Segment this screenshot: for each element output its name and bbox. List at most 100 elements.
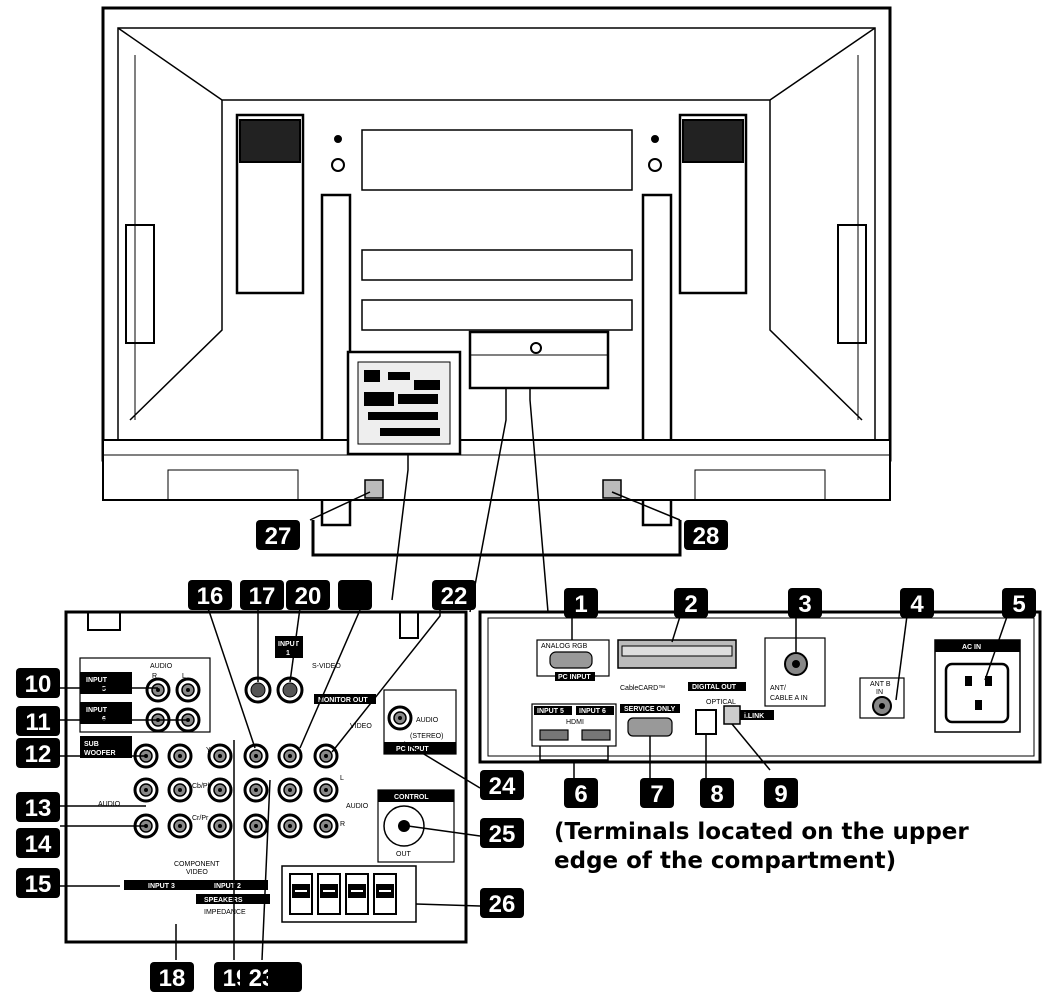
input1-audio-r-jack[interactable] — [277, 813, 303, 839]
pc-input-left-label: PC INPUT — [396, 746, 429, 753]
monitor-out-audio-r-jack[interactable] — [313, 813, 339, 839]
hdmi-input5-port[interactable] — [539, 729, 569, 741]
callout-11: 11 — [16, 706, 60, 736]
callout-18: 18 — [150, 962, 194, 992]
input2-label: INPUT 2 — [214, 883, 241, 890]
svg-text:12: 12 — [25, 741, 52, 768]
callout-8: 8 — [700, 778, 734, 808]
input5-audio-l-jack[interactable] — [175, 677, 201, 703]
svg-text:4: 4 — [910, 591, 924, 618]
ilink-label: i.LINK — [744, 713, 764, 720]
hdmi-input6-port[interactable] — [581, 729, 611, 741]
hdmi-input6-label: INPUT 6 — [579, 708, 606, 715]
ilink-port[interactable] — [723, 705, 741, 725]
input2-audio-r-jack[interactable] — [243, 813, 269, 839]
audio-side-label: AUDIO — [98, 801, 121, 808]
terminal-location-note: (Terminals located on the upper edge of … — [554, 818, 974, 876]
svg-text:24: 24 — [489, 773, 516, 800]
input2-audio-l-jack[interactable] — [243, 777, 269, 803]
ant-b-label-1: ANT B — [870, 681, 891, 688]
input1-label: INPUT — [278, 641, 300, 648]
input2-cr-jack[interactable] — [207, 813, 233, 839]
speaker-terminal-1[interactable] — [289, 873, 313, 915]
audio-r-side-label: R — [340, 821, 345, 828]
input5-label: INPUT — [86, 677, 108, 684]
callout-3: 3 — [788, 588, 822, 618]
component-label-2: VIDEO — [186, 869, 208, 876]
optical-out-port[interactable] — [695, 709, 717, 735]
svg-text:27: 27 — [265, 523, 292, 550]
cablecard-label: CableCARD™ — [620, 685, 665, 692]
control-out-label: OUT — [396, 851, 412, 858]
input2-cb-jack[interactable] — [207, 777, 233, 803]
input3-y-jack[interactable] — [167, 743, 193, 769]
svg-text:1: 1 — [574, 591, 587, 618]
pc-audio-input-jack[interactable] — [387, 705, 413, 731]
input5-number: 5 — [102, 686, 106, 693]
audio-label: AUDIO — [150, 663, 173, 670]
callout-14: 14 — [16, 828, 60, 858]
ac-in-label: AC IN — [962, 644, 981, 651]
speaker-terminals — [289, 873, 397, 915]
input1-audio-video-jack[interactable] — [277, 743, 303, 769]
speaker-terminal-4[interactable] — [373, 873, 397, 915]
input1-video-jack[interactable] — [243, 743, 269, 769]
input3-cb-jack[interactable] — [167, 777, 193, 803]
svg-text:13: 13 — [25, 795, 52, 822]
digital-out-label: DIGITAL OUT — [692, 684, 737, 691]
callout-4: 4 — [900, 588, 934, 618]
callout-5: 5 — [1002, 588, 1036, 618]
sub-label: SUB — [84, 741, 99, 748]
callout-17: 17 — [240, 580, 284, 610]
callout-1: 1 — [564, 588, 598, 618]
monitor-out-video-jack[interactable] — [313, 743, 339, 769]
input5-audio-r-jack[interactable] — [145, 677, 171, 703]
callout-blank — [338, 580, 372, 610]
ac-power-inlet[interactable] — [944, 662, 1010, 724]
speaker-terminal-2[interactable] — [317, 873, 341, 915]
callout-9: 9 — [764, 778, 798, 808]
svg-text:26: 26 — [489, 891, 516, 918]
note-line-2: edge of the compartment) — [554, 848, 897, 874]
control-out-jack[interactable] — [383, 805, 425, 847]
ant-b-label-2: IN — [876, 689, 883, 696]
input3-audio-l-jack[interactable] — [133, 777, 159, 803]
svg-text:11: 11 — [25, 709, 50, 736]
input2-y-jack[interactable] — [207, 743, 233, 769]
svg-text:14: 14 — [25, 831, 52, 858]
callout-blank-bottom — [268, 962, 302, 992]
svg-text:3: 3 — [798, 591, 811, 618]
pc-audio-label-2: (STEREO) — [410, 733, 443, 740]
monitor-out-label: MONITOR OUT — [318, 697, 368, 704]
video-label: VIDEO — [350, 723, 372, 730]
note-line-1: (Terminals located on the upper — [554, 819, 969, 845]
optical-label: OPTICAL — [706, 699, 736, 706]
component-label-1: COMPONENT — [174, 861, 220, 868]
service-only-label: SERVICE ONLY — [624, 706, 676, 713]
analog-rgb-label: ANALOG RGB — [541, 643, 588, 650]
callout-27: 27 — [256, 520, 300, 550]
input1-audio-l-jack[interactable] — [277, 777, 303, 803]
audio-r-label: R — [152, 673, 157, 680]
callout-12: 12 — [16, 738, 60, 768]
pc-input-label: PC INPUT — [558, 674, 591, 681]
service-port[interactable] — [627, 717, 673, 737]
audio-l-side-label: L — [340, 775, 344, 782]
svg-text:25: 25 — [489, 821, 516, 848]
callout-10: 10 — [16, 668, 60, 698]
cb-pb-label: Cb/Pb — [192, 783, 212, 790]
cr-pr-label: Cr/Pr — [192, 815, 209, 822]
svg-text:16: 16 — [197, 583, 224, 610]
impedance-label: IMPEDANCE — [204, 909, 246, 916]
callout-24: 24 — [480, 770, 524, 800]
callout-16: 16 — [188, 580, 232, 610]
svg-text:9: 9 — [774, 781, 787, 808]
svg-text:18: 18 — [159, 965, 186, 992]
pc-rgb-port[interactable] — [549, 651, 593, 669]
ant-cable-a-label-2: CABLE A IN — [770, 695, 808, 702]
speaker-terminal-3[interactable] — [345, 873, 369, 915]
input3-cr-jack[interactable] — [167, 813, 193, 839]
callout-28: 28 — [684, 520, 728, 550]
monitor-out-audio-l-jack[interactable] — [313, 777, 339, 803]
lower-panel-jacks — [133, 676, 425, 847]
